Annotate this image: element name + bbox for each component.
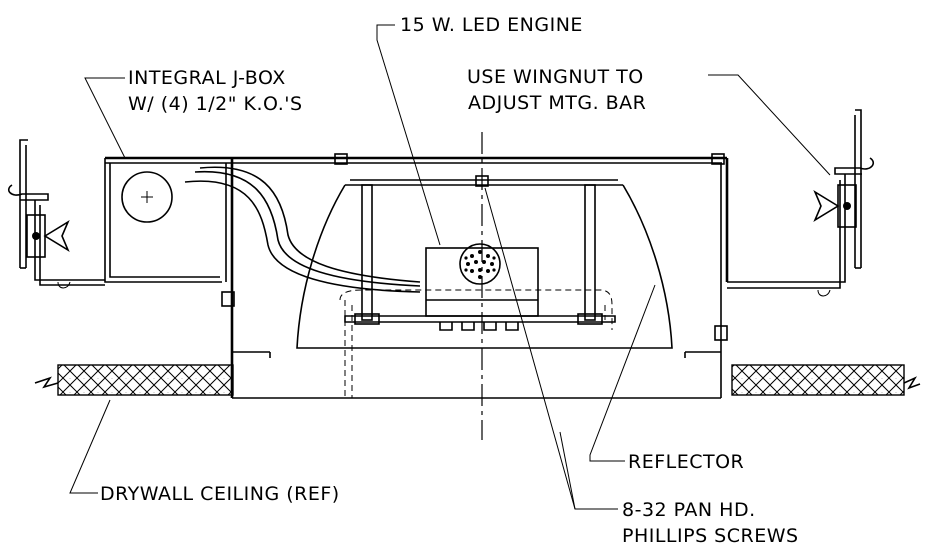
frame-clips: [221, 153, 728, 341]
top-screw: [475, 175, 489, 187]
label-screws-1: 8-32 PAN HD.: [622, 499, 756, 521]
led-dots: [464, 250, 496, 279]
label-wingnut-2: ADJUST MTG. BAR: [468, 92, 646, 114]
mounting-posts: [354, 184, 603, 325]
label-drywall: DRYWALL CEILING (REF): [100, 483, 340, 505]
housing-frame: [104, 156, 820, 399]
drywall-left: [34, 364, 234, 396]
reflector: [296, 179, 673, 349]
drywall-right: [731, 364, 921, 396]
label-screws-2: PHILLIPS SCREWS: [622, 525, 799, 547]
left-bracket: [7, 139, 105, 289]
mounting-plate: [339, 289, 616, 398]
led-engine: [425, 243, 539, 331]
knockout-circle: [121, 171, 173, 223]
label-wingnut-1: USE WINGNUT TO: [467, 66, 644, 88]
right-bracket: [813, 109, 875, 297]
label-reflector: REFLECTOR: [628, 451, 744, 473]
label-led-engine: 15 W. LED ENGINE: [400, 14, 583, 36]
label-jbox-1: INTEGRAL J-BOX: [128, 67, 286, 89]
wires: [184, 166, 421, 293]
leader-lines: [69, 24, 831, 510]
label-jbox-2: W/ (4) 1/2" K.O.'S: [128, 93, 303, 115]
